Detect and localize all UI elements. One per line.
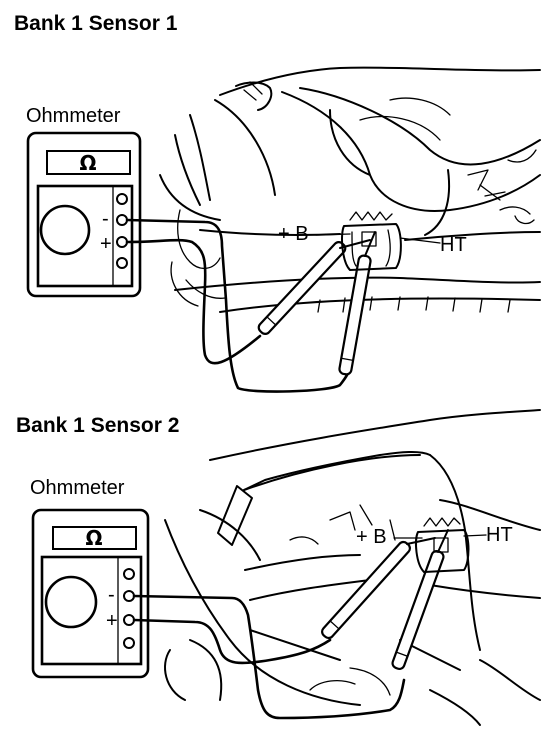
section-title: Bank 1 Sensor 1 <box>14 12 178 35</box>
test-leads <box>132 594 406 720</box>
minus-sign: - <box>102 208 109 230</box>
engine-background-sketch <box>159 66 541 313</box>
test-probe-icon <box>257 231 376 376</box>
jack <box>123 637 135 649</box>
plus-sign: + <box>100 233 112 255</box>
jack-minus <box>123 590 135 602</box>
ohmmeter: Ohmmeter Ω - + <box>26 105 142 298</box>
jack-plus <box>123 614 135 626</box>
oxygen-sensor-connector-icon <box>341 211 402 271</box>
terminal-ht-label: HT <box>440 234 467 256</box>
ohm-symbol: Ω <box>79 151 96 175</box>
ohmmeter-display <box>52 526 137 550</box>
jack <box>123 568 135 580</box>
terminal-ht-label: HT <box>486 524 513 546</box>
terminal-plus-b-label: + B <box>356 526 387 548</box>
minus-sign: - <box>108 584 115 606</box>
terminal-labels: + B HT <box>356 524 513 548</box>
section-bank1-sensor1: Bank 1 Sensor 1 <box>14 12 541 393</box>
rotary-dial <box>44 575 98 629</box>
jack <box>116 193 128 205</box>
terminal-plus-b-label: + B <box>278 223 309 245</box>
jack-plus <box>116 236 128 248</box>
ohmmeter: Ohmmeter Ω - + <box>30 477 150 679</box>
jack <box>116 257 128 269</box>
rotary-dial <box>39 204 91 256</box>
ohm-symbol: Ω <box>85 526 102 550</box>
section-bank1-sensor2: Bank 1 Sensor 2 Ohmm <box>16 409 541 726</box>
terminal-labels: + B HT <box>278 223 467 256</box>
test-probe-icon <box>321 529 449 671</box>
section-title: Bank 1 Sensor 2 <box>16 414 179 437</box>
jack-minus <box>116 214 128 226</box>
test-leads <box>125 218 352 393</box>
ohmmeter-label: Ohmmeter <box>30 477 125 499</box>
ohmmeter-label: Ohmmeter <box>26 105 121 127</box>
ohmmeter-display <box>46 150 131 175</box>
vehicle-underbody-sketch <box>164 409 541 726</box>
plus-sign: + <box>106 610 118 632</box>
